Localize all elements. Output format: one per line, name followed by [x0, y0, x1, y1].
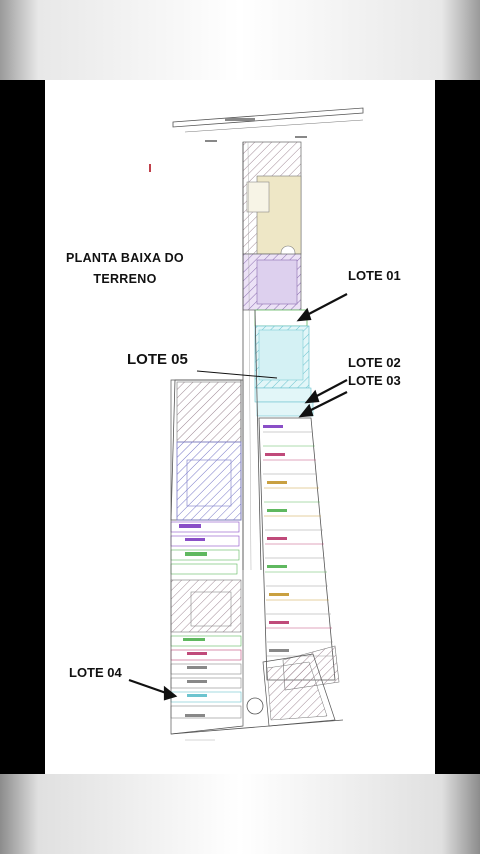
lot-name-mark: [179, 524, 201, 528]
street-centerline: [247, 141, 252, 571]
arrows: [128, 293, 348, 701]
street-line: [254, 309, 262, 571]
right-black-bar: [435, 80, 480, 774]
arrowhead-icon: [163, 685, 178, 701]
arrow-lote-03: [306, 391, 348, 413]
road-text-mark: [205, 140, 217, 142]
lot-name-mark: [185, 552, 207, 556]
upper-strip: [242, 141, 314, 417]
label-lote-01: LOTE 01: [348, 268, 401, 283]
left-black-bar: [0, 80, 45, 774]
bottom-area: [170, 653, 344, 741]
top-blurred-background: [0, 0, 480, 80]
lot-name-mark: [183, 638, 205, 641]
label-lote-04: LOTE 04: [69, 665, 122, 680]
lot-name-mark: [187, 666, 207, 669]
arrowhead-icon: [298, 403, 314, 418]
label-lote-03: LOTE 03: [348, 373, 401, 388]
label-lote-05: LOTE 05: [127, 351, 188, 368]
plan-title: PLANTA BAIXA DO TERRENO: [55, 248, 195, 290]
label-lote-02: LOTE 02: [348, 355, 401, 370]
arrow-lote-02: [312, 379, 348, 399]
plan-title-line-2: TERRENO: [93, 272, 157, 286]
lot-name-mark: [187, 680, 207, 683]
road: [172, 107, 364, 142]
lot-name-mark: [187, 694, 207, 697]
arrowhead-icon: [296, 307, 312, 322]
site-plan: PLANTA BAIXA DO TERRENO LOTE 01 LOTE 05 …: [45, 80, 435, 774]
plan-title-line-1: PLANTA BAIXA DO: [66, 251, 184, 265]
road-text-mark: [225, 118, 255, 121]
lot-name-mark: [187, 652, 207, 655]
lote-05-leader-line: [196, 370, 278, 379]
right-lots: [258, 417, 340, 691]
red-mark: [149, 164, 151, 172]
arrow-lote-04: [128, 678, 170, 696]
arrow-lote-01: [304, 293, 348, 317]
site-plan-drawing: [128, 107, 364, 741]
arrowhead-icon: [304, 389, 320, 404]
road-text-mark: [295, 136, 307, 138]
bottom-blurred-background: [0, 774, 480, 854]
lot-name-mark: [185, 714, 205, 717]
lot-name-mark: [185, 538, 205, 541]
